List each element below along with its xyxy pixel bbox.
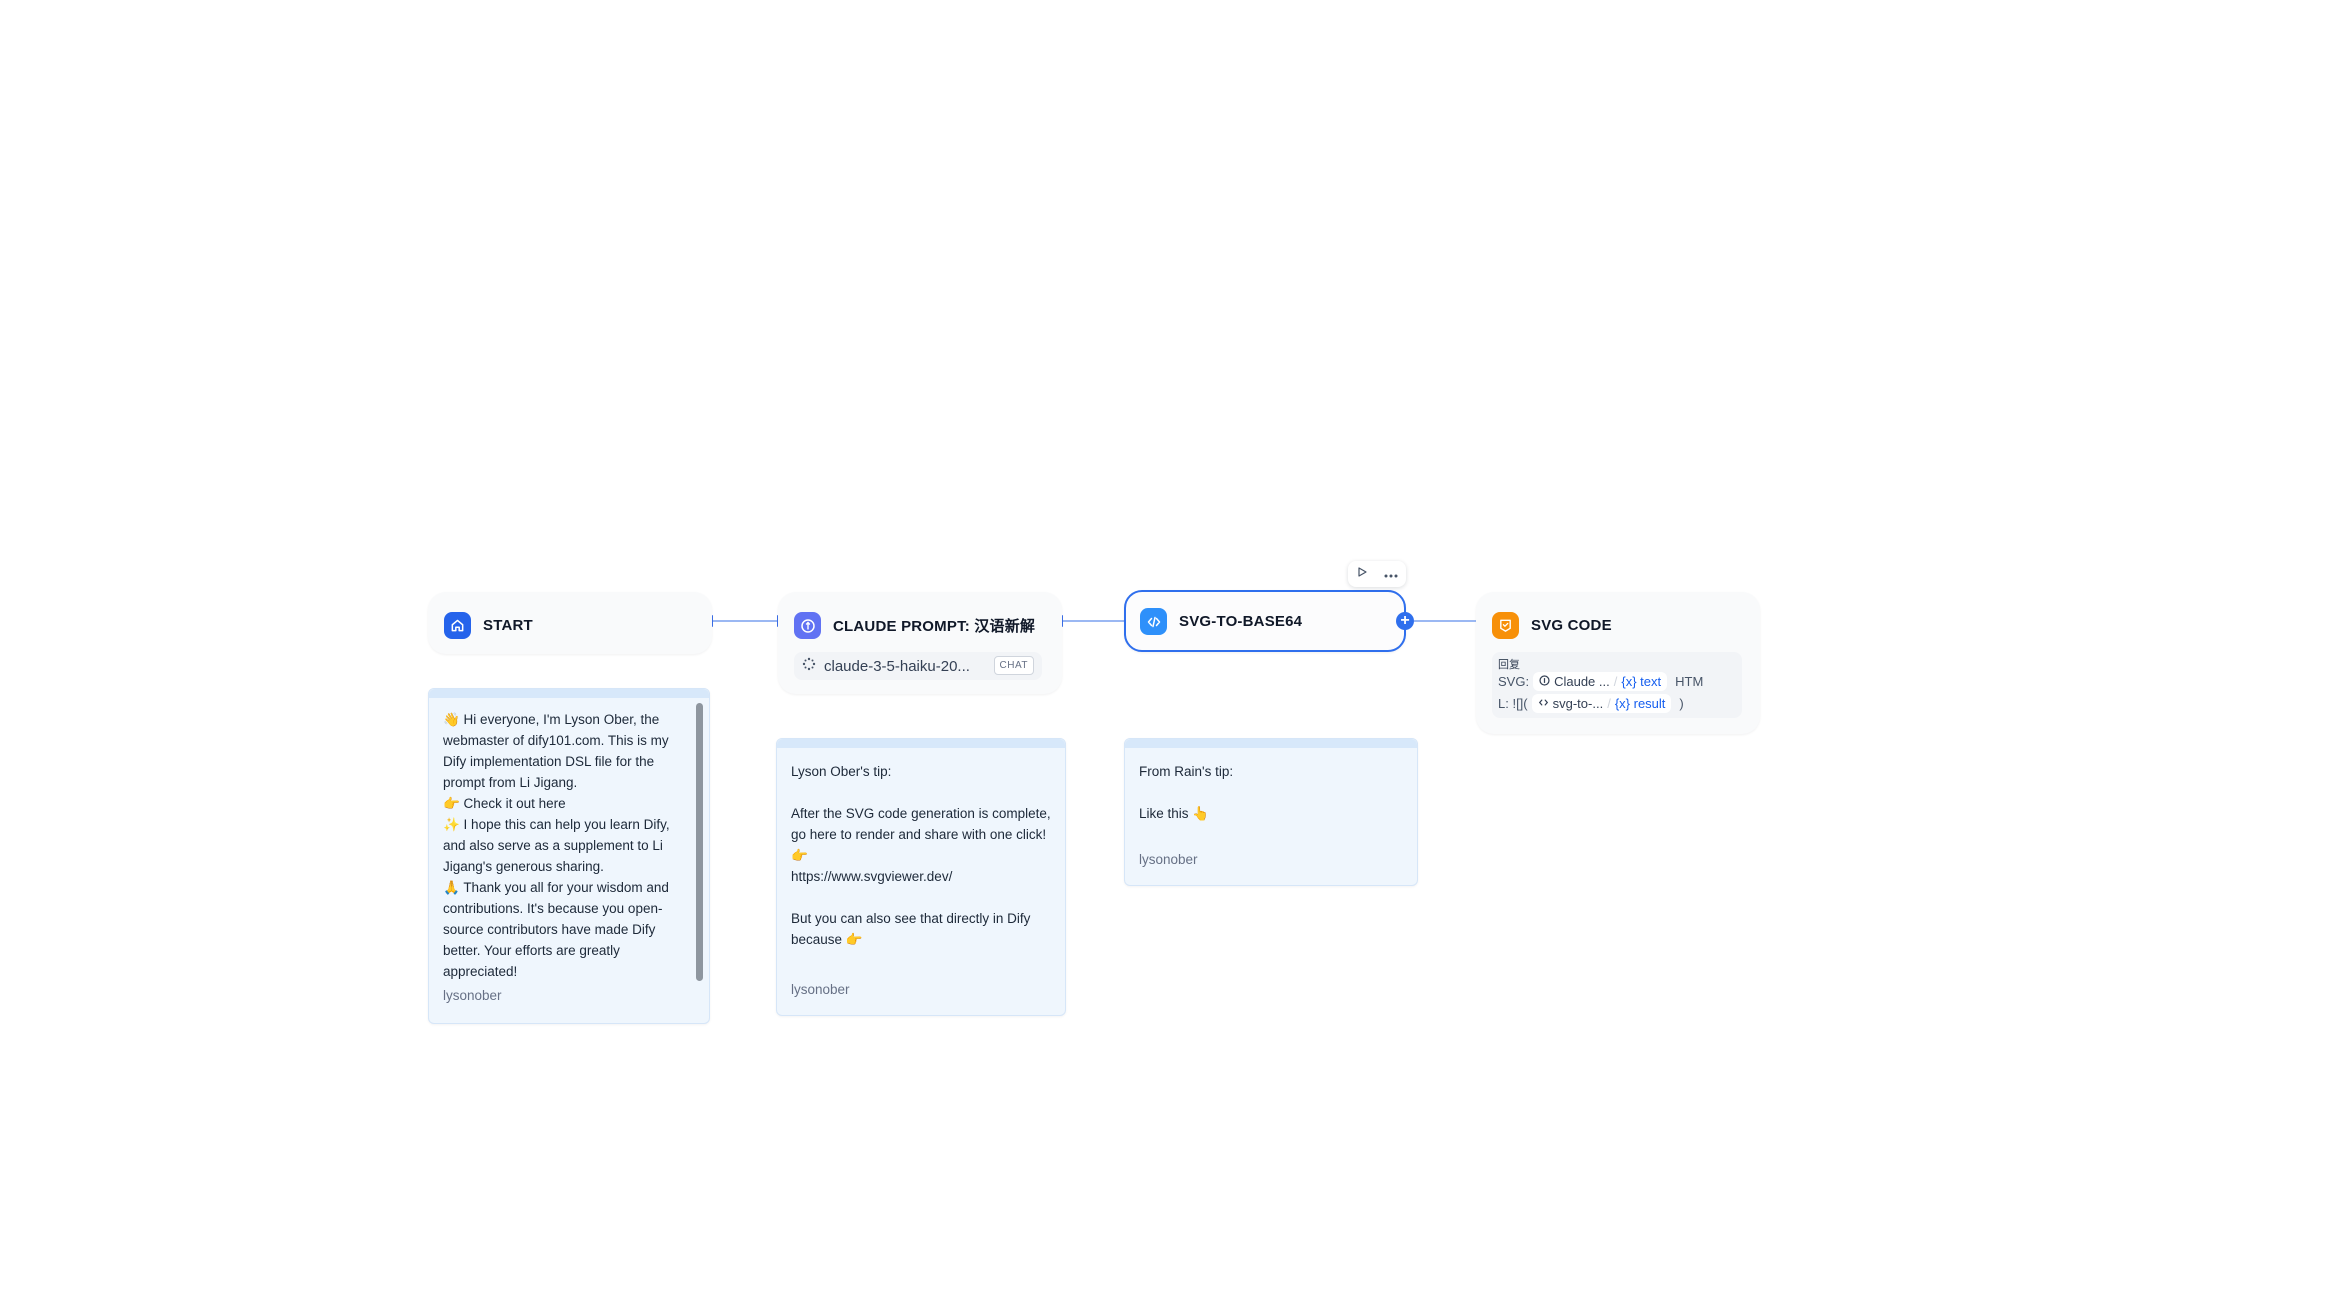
note-text[interactable]: Lyson Ober's tip: After the SVG code gen… — [791, 764, 1051, 947]
answer-row-prefix: L: ![]( — [1498, 696, 1528, 711]
answer-row-suffix: HTM — [1675, 674, 1704, 689]
answer-icon — [1492, 612, 1519, 639]
edge-start-claude[interactable] — [712, 620, 778, 622]
edge-claude-svgtobase64[interactable] — [1062, 620, 1130, 622]
home-icon — [444, 612, 471, 639]
variable-name: {x} text — [1621, 674, 1662, 689]
svg-code-title: SVG CODE — [1531, 617, 1612, 634]
answer-row-1: SVG: Claude ... / {x} text HTM — [1498, 672, 1703, 691]
note-author: lysonober — [1139, 852, 1198, 867]
play-icon[interactable] — [1356, 565, 1368, 583]
note-lyson-tip[interactable]: Lyson Ober's tip: After the SVG code gen… — [776, 738, 1066, 1016]
note-text[interactable]: From Rain's tip: Like this 👆 — [1139, 764, 1234, 821]
code-icon — [1538, 696, 1549, 711]
chat-mode-badge: CHAT — [993, 656, 1034, 675]
claude-node-title: CLAUDE PROMPT: 汉语新解 — [833, 618, 1036, 635]
variable-source: svg-to-... — [1552, 696, 1604, 711]
svg-code-node[interactable]: SVG CODE 回复 SVG: Claude ... / {x} text H… — [1476, 592, 1760, 734]
note-rain-tip[interactable]: From Rain's tip: Like this 👆 lysonober — [1124, 738, 1418, 886]
answer-row-prefix: SVG: — [1498, 674, 1530, 689]
svg-to-base64-node[interactable]: SVG-TO-BASE64 — [1124, 590, 1406, 652]
start-node-title: START — [483, 617, 533, 634]
note-scrollbar[interactable] — [696, 703, 703, 981]
variable-source: Claude ... — [1554, 674, 1610, 689]
node-toolbar — [1348, 561, 1406, 587]
svg-to-base64-title: SVG-TO-BASE64 — [1179, 613, 1303, 630]
answer-preview: 回复 SVG: Claude ... / {x} text HTM L: ![]… — [1492, 652, 1742, 718]
start-node[interactable]: START — [428, 592, 712, 654]
model-selector[interactable]: claude-3-5-haiku-20... CHAT — [794, 652, 1042, 680]
more-icon[interactable] — [1384, 565, 1398, 583]
answer-row-2: L: ![]( svg-to-... / {x} result ) — [1498, 694, 1684, 713]
claude-prompt-node[interactable]: CLAUDE PROMPT: 汉语新解 claude-3-5-haiku-20.… — [778, 592, 1062, 694]
variable-name: {x} result — [1614, 696, 1666, 711]
note-author: lysonober — [791, 982, 850, 997]
code-icon — [1140, 608, 1167, 635]
model-name: claude-3-5-haiku-20... — [824, 657, 970, 675]
model-provider-icon — [802, 657, 816, 676]
plus-icon: + — [1400, 612, 1410, 629]
note-intro[interactable]: 👋 Hi everyone, I'm Lyson Ober, the webma… — [428, 688, 710, 1024]
variable-reference[interactable]: Claude ... / {x} text — [1533, 672, 1668, 691]
answer-label: 回复 — [1498, 659, 1520, 671]
add-node-button[interactable]: + — [1396, 612, 1414, 630]
edge-svgtobase64-svgcode[interactable] — [1414, 620, 1478, 622]
anthropic-icon — [794, 612, 821, 639]
variable-reference[interactable]: svg-to-... / {x} result — [1531, 694, 1672, 713]
anthropic-icon — [1539, 674, 1550, 689]
note-author: lysonober — [443, 988, 502, 1003]
note-text[interactable]: 👋 Hi everyone, I'm Lyson Ober, the webma… — [443, 712, 670, 979]
answer-row-suffix: ) — [1679, 696, 1684, 711]
